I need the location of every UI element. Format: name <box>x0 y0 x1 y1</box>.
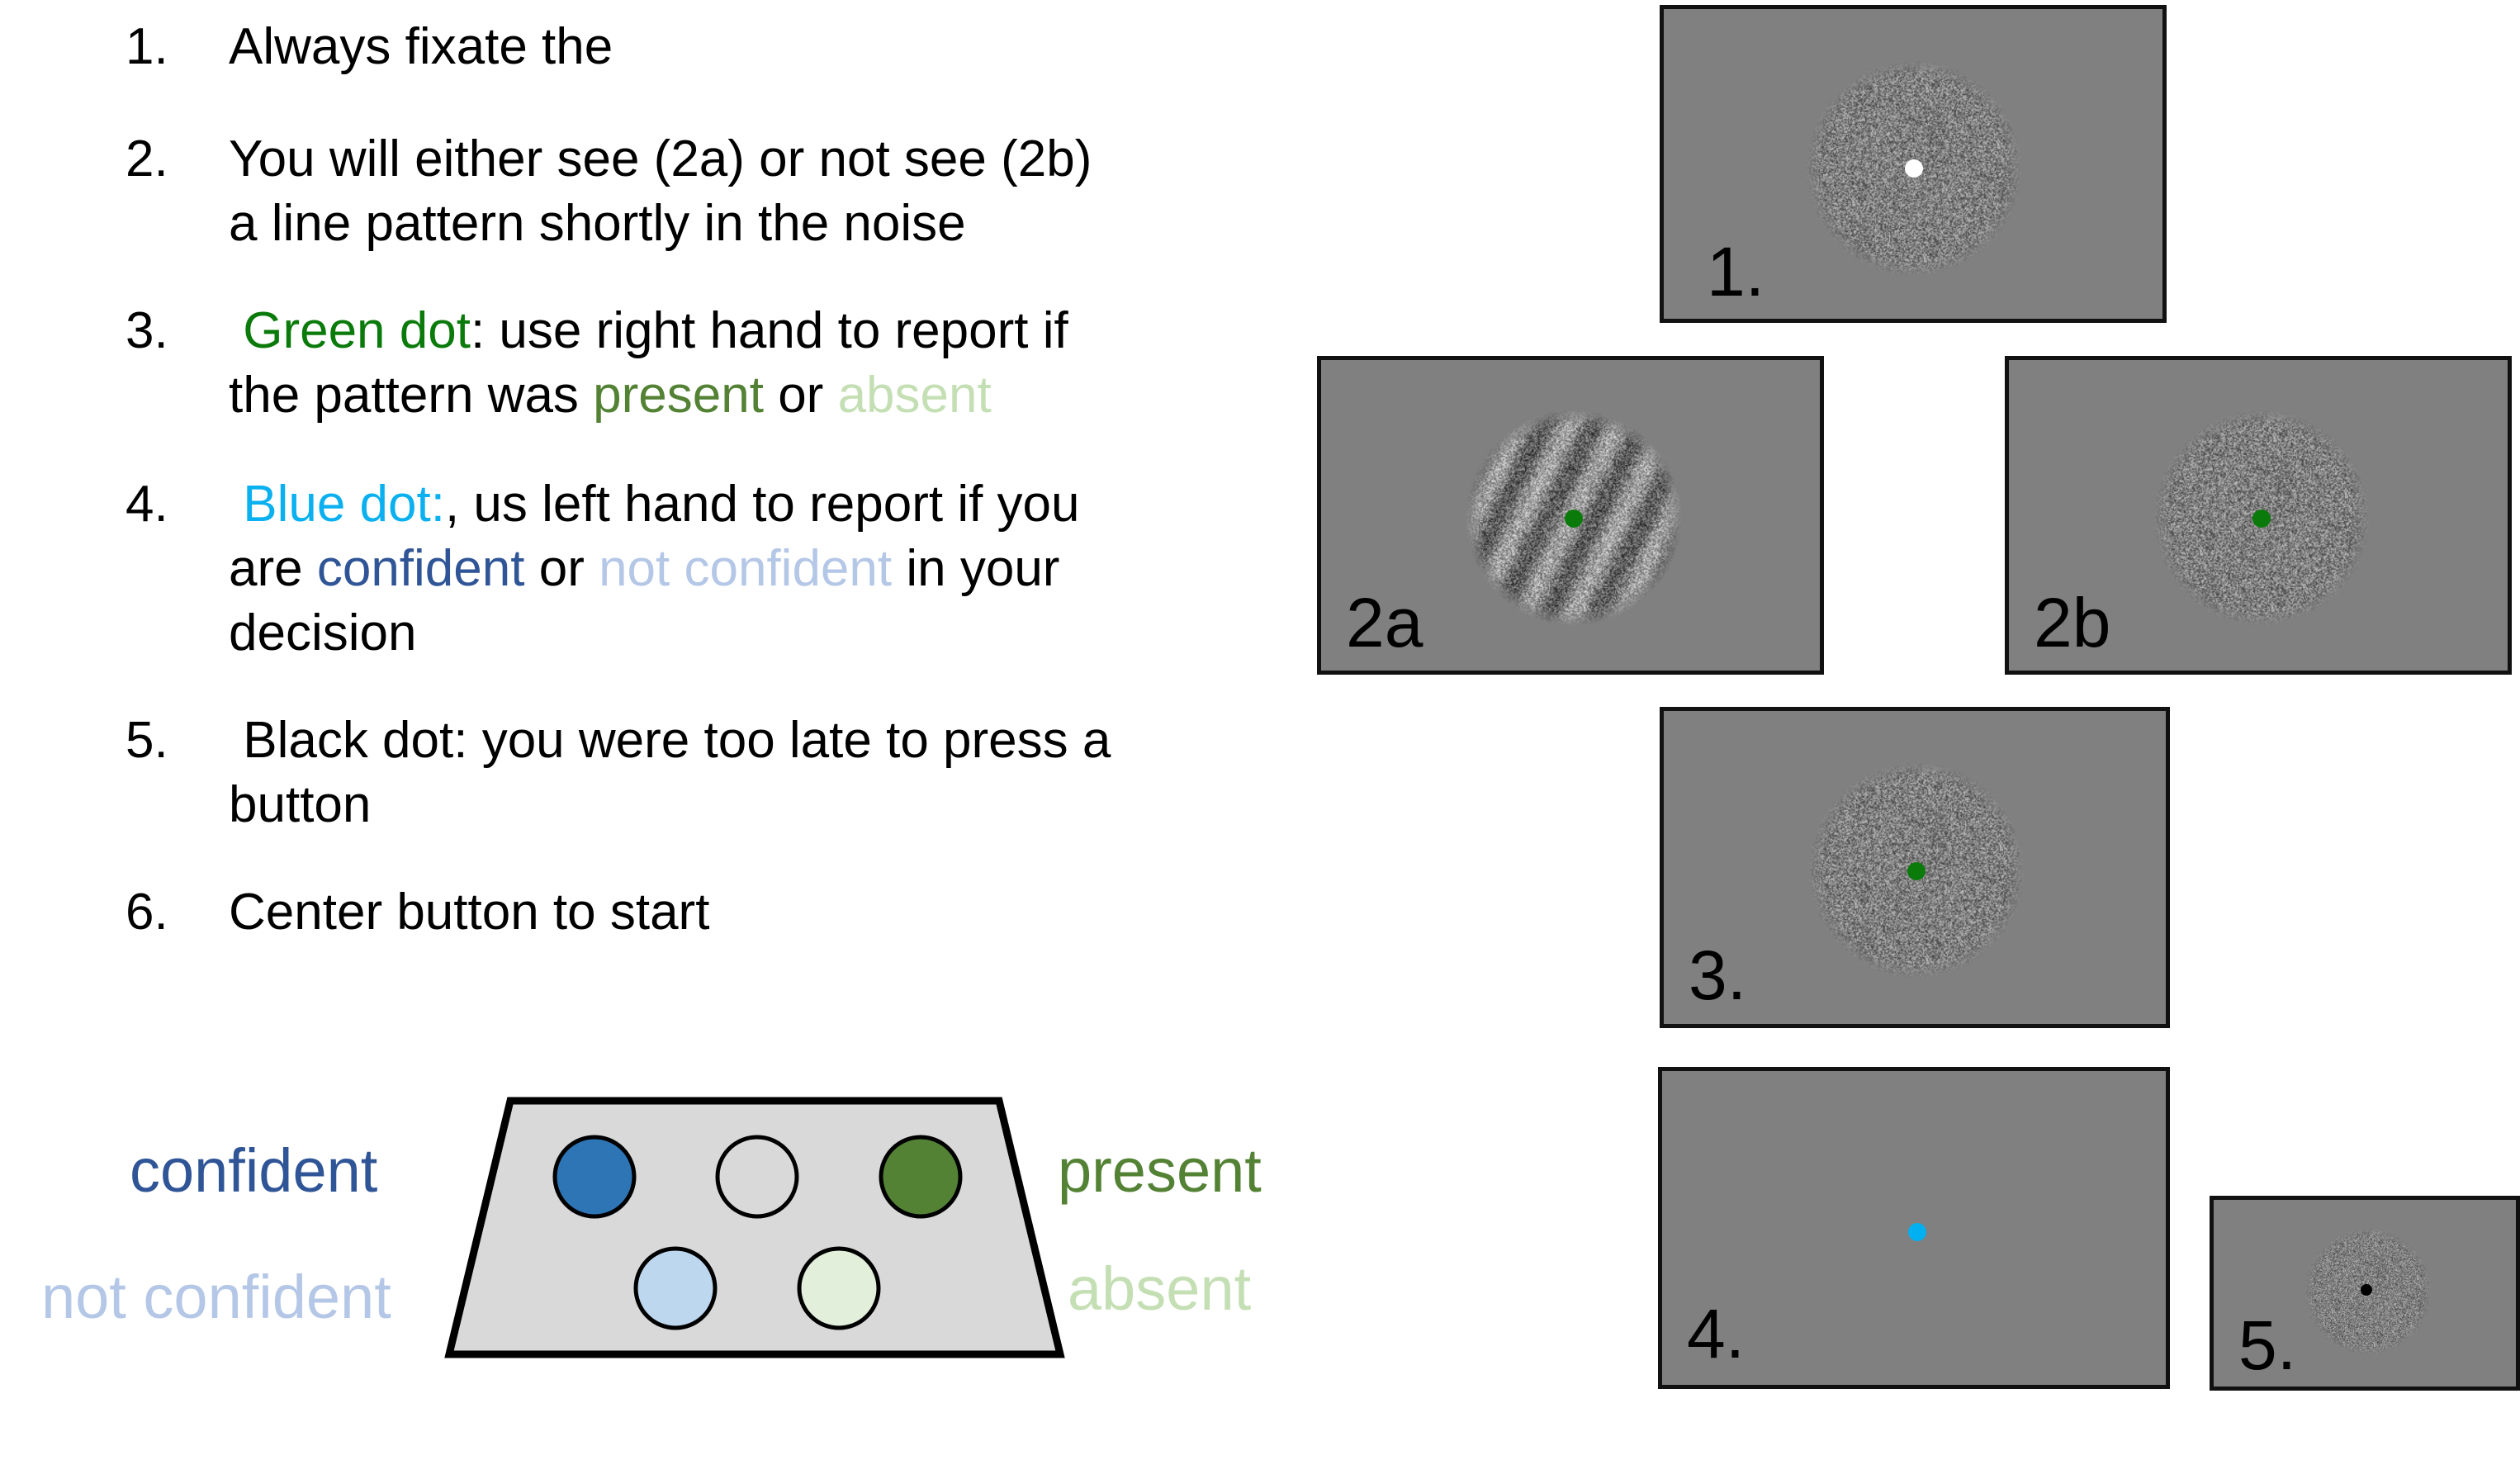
instruction-run: Blue dot: <box>229 476 445 533</box>
fixation-dot-white <box>1905 159 1923 178</box>
instruction-run: absent <box>837 367 992 424</box>
fixation-dot-green <box>1907 862 1926 880</box>
instruction-run: : use right hand to report if <box>470 302 1068 359</box>
instruction-number: 4. <box>126 476 168 533</box>
fixation-dot-green <box>1565 510 1583 528</box>
instruction-run: Center button to start <box>229 884 710 941</box>
instruction-run: button <box>229 776 372 833</box>
instruction-text: Always fixate the <box>229 15 613 79</box>
instruction-run: Always fixate the <box>229 18 613 75</box>
instruction-text: Blue dot:, us left hand to report if you… <box>229 472 1080 666</box>
instruction-line: the pattern was present or absent <box>229 363 1068 428</box>
instruction-number: 5. <box>126 712 168 769</box>
instruction-run: are <box>229 540 317 597</box>
panel-label: 3. <box>1689 936 1747 1014</box>
fixation-dot-black <box>2361 1284 2372 1296</box>
instruction-line: You will either see (2a) or not see (2b) <box>229 127 1092 192</box>
absent-button[interactable] <box>797 1246 881 1330</box>
instruction-line: Always fixate the <box>229 15 613 79</box>
panel-label: 2a <box>1346 584 1423 661</box>
stimulus-panel-2b: 2b <box>2005 356 2512 675</box>
center-button[interactable] <box>715 1135 799 1219</box>
panel-label: 4. <box>1687 1295 1746 1372</box>
instruction-line: Black dot: you were too late to press a <box>229 709 1111 773</box>
instruction-line: Blue dot:, us left hand to report if you <box>229 472 1080 537</box>
instruction-run: in your <box>892 540 1060 597</box>
fixation-dot-green <box>2252 510 2271 528</box>
instruction-number: 6. <box>126 884 168 941</box>
instruction-run: present <box>593 367 764 424</box>
confident-button[interactable] <box>552 1135 637 1219</box>
instruction-text: Black dot: you were too late to press a b… <box>229 709 1111 837</box>
instruction-line: a line pattern shortly in the noise <box>229 192 1092 256</box>
response-button-box <box>444 1097 1065 1358</box>
panel-label: 2b <box>2034 584 2111 661</box>
instruction-run: not confident <box>599 540 893 597</box>
stimulus-panel-4: 4. <box>1658 1067 2170 1389</box>
stimulus-panel-2a: 2a <box>1317 356 1824 675</box>
legend-absent: absent <box>1068 1254 1252 1323</box>
instruction-line: button <box>229 773 1111 837</box>
instruction-line: Green dot: use right hand to report if <box>229 299 1068 363</box>
panel-label: 1. <box>1707 233 1765 310</box>
instruction-run: the pattern was <box>229 367 594 424</box>
instruction-number: 3. <box>126 302 168 359</box>
instruction-run: Black dot: you were too late to press a <box>229 712 1111 769</box>
stimulus-panel-3: 3. <box>1660 707 2170 1028</box>
instruction-line: are confident or not confident in your <box>229 537 1080 601</box>
instruction-run: or <box>763 367 838 424</box>
instruction-number: 1. <box>126 18 168 75</box>
instruction-number: 2. <box>126 130 168 187</box>
instruction-run: or <box>524 540 599 597</box>
instruction-run: Green dot <box>229 302 471 359</box>
panel-label: 5. <box>2238 1306 2297 1384</box>
instruction-line: decision <box>229 601 1080 666</box>
instruction-run: a line pattern shortly in the noise <box>229 195 966 252</box>
fixation-dot-blue <box>1908 1223 1926 1241</box>
present-button[interactable] <box>879 1135 963 1219</box>
legend-not-confident: not confident <box>41 1263 391 1331</box>
instruction-line: Center button to start <box>229 880 709 945</box>
not-confident-button[interactable] <box>633 1246 718 1330</box>
instruction-run: confident <box>316 540 525 597</box>
legend-confident: confident <box>130 1136 378 1205</box>
legend-present: present <box>1058 1136 1262 1205</box>
stimulus-panel-5: 5. <box>2210 1196 2520 1391</box>
stimulus-panel-1: 1. <box>1660 5 2167 323</box>
instruction-run: decision <box>229 604 417 661</box>
instruction-text: You will either see (2a) or not see (2b)… <box>229 127 1092 256</box>
instruction-run: , us left hand to report if you <box>444 476 1080 533</box>
instruction-text: Center button to start <box>229 880 709 945</box>
instruction-run: You will either see (2a) or not see (2b) <box>229 130 1092 187</box>
